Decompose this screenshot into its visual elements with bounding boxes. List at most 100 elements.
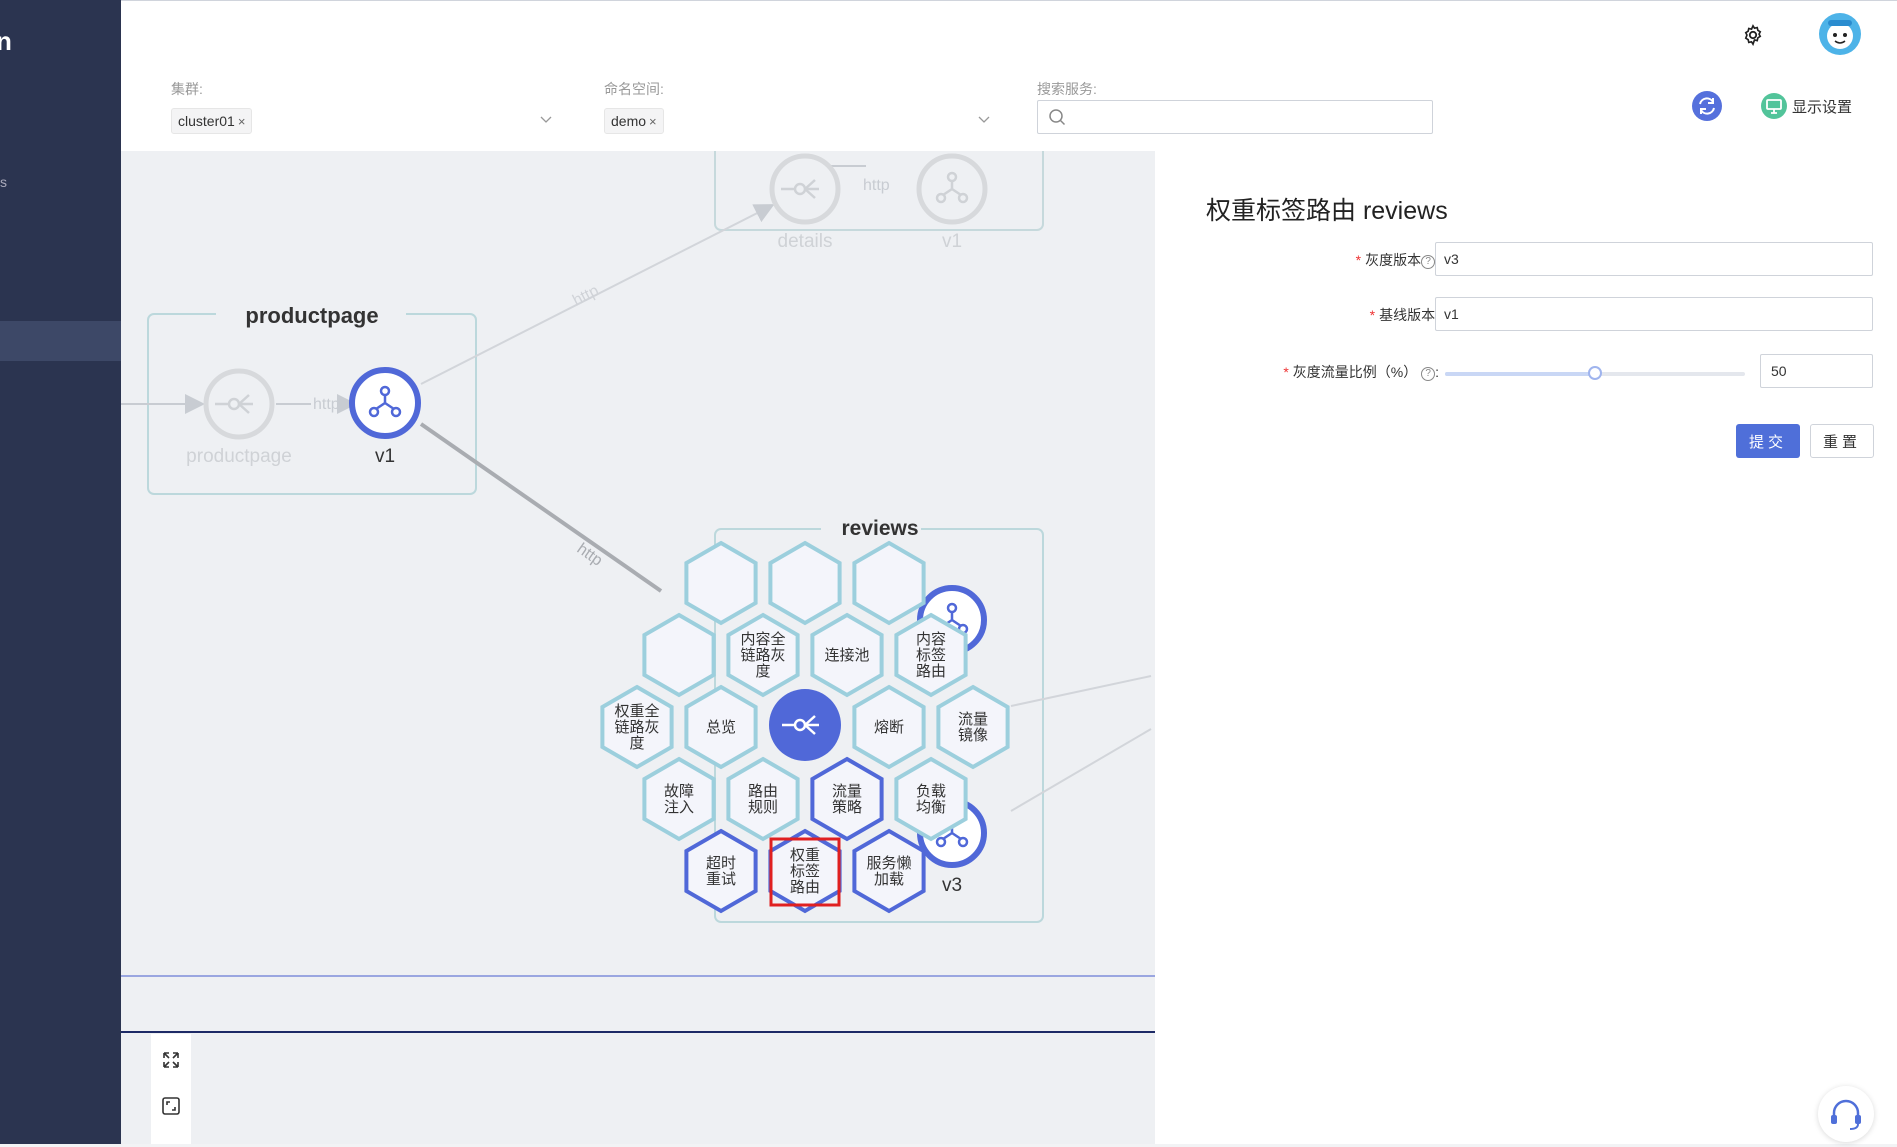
edge-reviews-label: http <box>574 540 606 569</box>
edge-productpage-details <box>420 204 775 385</box>
fit-view-icon[interactable] <box>161 1096 181 1116</box>
chevron-down-icon[interactable] <box>538 111 554 127</box>
selection-highlight <box>769 837 841 907</box>
chevron-down-icon[interactable] <box>976 111 992 127</box>
productpage-service-node[interactable] <box>203 368 275 440</box>
sidebar-item-active[interactable] <box>0 321 121 361</box>
hex-menu-label: 均衡 <box>916 799 946 816</box>
gear-icon[interactable] <box>1742 24 1764 46</box>
hex-action-menu[interactable]: 内容全链路灰度连接池内容标签路由权重全链路灰度总览熔断流量镜像故障注入路由规则流… <box>600 540 1010 914</box>
details-v1-node[interactable] <box>916 153 988 225</box>
hex-menu-label: 度 <box>629 735 644 752</box>
hex-empty-slot <box>768 540 842 626</box>
reviews-group-title: reviews <box>841 517 918 540</box>
slider-handle[interactable] <box>1588 366 1602 380</box>
productpage-v1-label: v1 <box>375 446 395 467</box>
namespace-tag[interactable]: demo× <box>604 108 664 134</box>
sidebar-item-label[interactable]: s <box>0 174 7 190</box>
hex-menu-label: 加载 <box>874 871 904 888</box>
hex-menu-label: 路由 <box>748 783 778 800</box>
hex-menu-label: 链路灰 <box>740 647 785 664</box>
sidebar: n s <box>0 0 121 1144</box>
hex-menu-label: 负载 <box>916 783 946 800</box>
productpage-title-bg <box>216 299 406 331</box>
hex-menu-label: 超时 <box>706 855 736 872</box>
help-icon: ? <box>1421 255 1436 269</box>
expand-icon[interactable] <box>161 1050 181 1070</box>
gray-ratio-input[interactable]: 50 <box>1760 354 1873 388</box>
edge-reviews-out-1 <box>1010 675 1152 707</box>
top-bar <box>121 0 1897 64</box>
cluster-tag-text: cluster01 <box>178 113 235 129</box>
display-settings-button[interactable]: 显示设置 <box>1760 90 1852 122</box>
display-settings-label: 显示设置 <box>1792 98 1853 116</box>
cluster-tag[interactable]: cluster01× <box>171 108 253 134</box>
topology-canvas[interactable]: productpage reviews http http http http … <box>121 151 1155 1144</box>
search-icon <box>1049 109 1066 126</box>
reset-button[interactable]: 重置 <box>1810 424 1874 458</box>
hex-menu-label: 标签 <box>790 863 820 880</box>
customer-support-button[interactable] <box>1818 1086 1874 1142</box>
gray-version-row: *灰度版本?: v3 <box>1155 242 1897 278</box>
productpage-v1-node[interactable] <box>349 367 421 439</box>
hex-menu-item-overview[interactable]: 总览 <box>684 684 758 770</box>
hex-menu-label: 路由 <box>790 879 820 896</box>
hex-menu-label: 流量 <box>958 711 988 728</box>
panel-title: 权重标签路由 reviews <box>1206 197 1448 225</box>
refresh-icon[interactable] <box>1691 90 1723 122</box>
hex-menu-label: 标签 <box>916 647 946 664</box>
hex-menu-label: 故障 <box>664 782 694 800</box>
hex-menu-label: 重试 <box>706 871 736 888</box>
gray-ratio-row: *灰度流量比例（%） ?: 50 <box>1155 354 1897 390</box>
cluster-label: 集群: <box>171 81 203 97</box>
close-icon[interactable]: × <box>237 114 246 129</box>
hex-empty-slot <box>852 540 926 626</box>
hex-menu-item-weight-tag-route[interactable]: 权重标签路由 <box>768 828 842 914</box>
base-version-label: *基线版本: <box>1369 307 1439 323</box>
details-edge-label: http <box>863 177 890 194</box>
hex-menu-label: 连接池 <box>824 647 869 664</box>
robot-avatar-icon[interactable] <box>1818 12 1862 56</box>
edge-reviews-out-2 <box>1010 728 1152 812</box>
base-version-input[interactable]: v1 <box>1435 297 1873 331</box>
hex-menu-item-circuit-breaker[interactable]: 熔断 <box>852 684 926 770</box>
hex-menu-label: 规则 <box>748 799 778 816</box>
gray-ratio-slider[interactable] <box>1445 366 1745 380</box>
hex-menu-label: 策略 <box>832 799 862 816</box>
hex-menu-label: 内容 <box>916 631 946 648</box>
details-service-node[interactable] <box>769 153 841 225</box>
hex-menu-label: 服务懒 <box>866 855 911 872</box>
namespace-label: 命名空间: <box>604 81 664 97</box>
gray-version-label: *灰度版本?: <box>1356 250 1439 270</box>
reviews-service-node[interactable] <box>769 689 841 761</box>
search-label: 搜索服务: <box>1037 81 1097 97</box>
hex-menu-label: 流量 <box>832 783 862 800</box>
hex-menu-label: 内容全 <box>740 630 785 648</box>
details-node-label: details <box>778 231 833 252</box>
hex-menu-item-connection-pool[interactable]: 连接池 <box>810 612 884 698</box>
hex-menu-label: 熔断 <box>874 719 904 736</box>
close-icon[interactable]: × <box>649 114 657 129</box>
details-v1-label: v1 <box>942 231 962 252</box>
edge-productpage-reviews <box>419 422 663 593</box>
submit-button[interactable]: 提交 <box>1736 424 1800 458</box>
route-config-panel: 权重标签路由 reviews *灰度版本?: v3 *基线版本: v1 *灰度流… <box>1155 151 1897 1144</box>
hex-menu-label: 链路灰 <box>614 719 659 736</box>
help-icon: ? <box>1421 367 1436 381</box>
reviews-title-bg <box>821 513 921 543</box>
topology-graph[interactable]: productpage reviews http http http http … <box>121 151 1155 1144</box>
graph-toolbar <box>151 1034 191 1144</box>
search-input[interactable] <box>1037 100 1433 134</box>
headset-icon <box>1831 1099 1861 1130</box>
gray-version-input[interactable]: v3 <box>1435 242 1873 276</box>
